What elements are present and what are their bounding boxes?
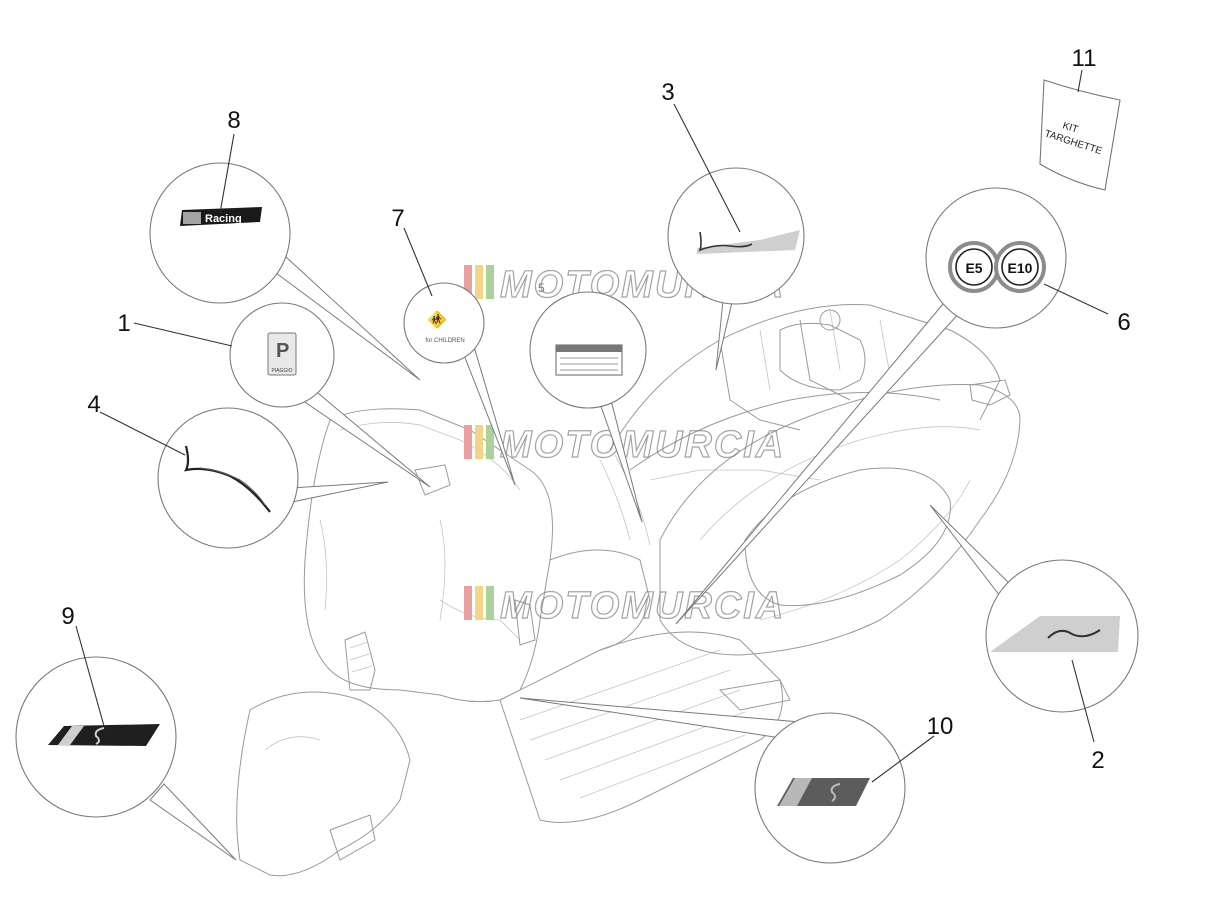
callout-number: 9 — [61, 603, 74, 630]
watermark-stripe-green — [486, 265, 494, 299]
callout-number: 6 — [1117, 309, 1130, 336]
callout-number: 3 — [661, 79, 674, 106]
callout-number: 7 — [391, 205, 404, 232]
p-letter: P — [276, 340, 289, 362]
s-stripe-grey — [58, 726, 84, 745]
watermark-text: MOTOMURCIA — [500, 585, 785, 627]
sprint-decal — [990, 616, 1120, 652]
callout-6[interactable]: E5 E10 6 — [675, 187, 1131, 625]
watermark-stripe-yellow — [475, 425, 483, 459]
callout-number: 8 — [227, 107, 240, 134]
callout-8[interactable]: Racing 8 — [149, 107, 421, 381]
kit-envelope — [1039, 79, 1121, 191]
e10-badge-text: E10 — [1008, 260, 1033, 276]
callout-number: 2 — [1091, 747, 1104, 774]
callout-number: 4 — [87, 391, 100, 418]
checkered-flag-icon — [183, 212, 201, 224]
watermark-stripe-green — [486, 586, 494, 620]
vespa-script-shadow — [199, 467, 266, 506]
racing-decal-text: Racing — [205, 213, 242, 225]
callout-number: 1 — [117, 310, 130, 337]
watermark-stripe-yellow — [475, 265, 483, 299]
children-text: for CHILDREN — [425, 338, 464, 344]
callout-11[interactable]: KIT TARGHETTE 11 — [1039, 45, 1121, 191]
sprint-script — [1047, 629, 1101, 639]
piaggio-logo-text: PIAGGIO — [271, 368, 292, 374]
s-stripe-letter — [94, 727, 105, 745]
callout-9[interactable]: 9 — [15, 603, 237, 861]
e5-badge-ring — [955, 248, 993, 286]
callout-number: 10 — [927, 713, 954, 740]
watermark-text: MOTOMURCIA — [500, 424, 785, 466]
scooter-outline — [236, 303, 1021, 877]
callout-4[interactable]: 4 — [87, 391, 389, 549]
watermark-stripe-green — [486, 425, 494, 459]
watermark-stripe-yellow — [475, 586, 483, 620]
callout-3[interactable]: 3 — [661, 79, 805, 371]
callout-number: 11 — [1072, 45, 1097, 72]
callout-2[interactable]: 2 — [929, 504, 1139, 774]
watermark-stripe-red — [464, 586, 472, 620]
callout-10[interactable]: 10 — [519, 697, 954, 864]
kit-label-line1: KIT — [1061, 120, 1079, 135]
vespa-script-decal — [184, 445, 271, 513]
e5-badge-text: E5 — [965, 260, 982, 276]
callout-number: 5 — [538, 281, 545, 295]
vespa-rear-script — [698, 231, 753, 252]
warning-label-header — [556, 345, 622, 352]
watermark-stripe-red — [464, 425, 472, 459]
children-icon: 🚸 — [427, 310, 447, 329]
vespa-rear-decal — [697, 230, 800, 254]
s-stripe-10-letter — [830, 783, 841, 802]
piaggio-emblem — [267, 332, 297, 376]
watermark-stripe-red — [464, 265, 472, 299]
watermark-middle: MOTOMURCIA — [464, 423, 785, 467]
s-stripe-10-grey — [779, 778, 812, 806]
watermark-bottom: MOTOMURCIA — [464, 584, 785, 628]
callout-5[interactable]: 5 — [529, 281, 647, 523]
e10-badge-ring — [1001, 248, 1039, 286]
callout-1[interactable]: P PIAGGIO 1 — [117, 302, 431, 488]
callout-7[interactable]: 🚸 for CHILDREN 7 — [391, 205, 516, 486]
